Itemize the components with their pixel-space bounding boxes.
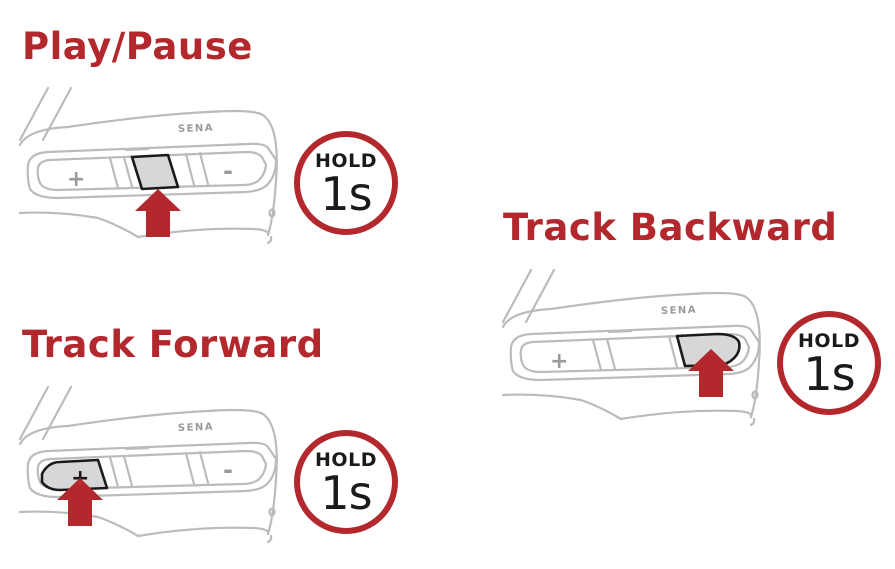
device-port [268,507,276,517]
track-forward-hold-badge: HOLD 1s [294,430,398,534]
device-detail [266,235,273,245]
mount-line [41,385,73,441]
play-pause-device: SENA + - [18,85,288,245]
press-arrow-icon [688,349,734,397]
device-body [18,109,278,237]
device-bottom-edge [501,393,623,421]
plus-button-label: + [550,349,568,374]
track-forward-hold-duration: 1s [320,466,372,520]
headset-illustration: SENA + - [18,86,278,245]
control-ridge [122,454,134,488]
control-bar-inner [36,449,268,491]
device-bottom-edge [136,526,270,538]
device-body [18,408,278,536]
mount-line [501,268,533,324]
press-arrow-icon [135,189,181,237]
control-ridge [108,455,120,489]
highlighted-plus-button [40,458,109,492]
device-body [501,291,761,419]
brand-logo-text: SENA [178,422,215,434]
device-detail [749,417,756,427]
control-ridge [605,337,617,371]
press-arrow-icon [57,478,103,526]
device-detail [266,534,273,544]
control-ridge [184,451,196,486]
device-port [268,208,276,218]
device-bottom-edge [18,211,140,239]
headset-illustration: SENA+- [18,385,278,544]
track-backward-hold-duration: 1s [803,347,855,401]
minus-button-label: - [223,157,233,185]
track-backward-hold-badge: HOLD 1s [777,311,881,415]
mount-line [18,86,50,142]
track-forward-device: SENA+- [18,384,288,544]
play-pause-hold-badge: HOLD 1s [294,131,398,235]
device-outline [18,385,278,544]
headset-illustration: SENA+- [501,268,761,427]
device-bottom-edge [18,510,140,538]
control-notch [607,329,633,334]
brand-logo-text: SENA [661,305,698,317]
track-backward-hold-label: HOLD [798,330,860,352]
track-forward-title: Track Forward [22,323,324,366]
play-pause-hold-label: HOLD [315,150,377,172]
plus-button-label: + [67,167,85,192]
control-ridge [108,156,120,190]
mount-line [524,268,556,324]
mount-line [18,385,50,441]
control-ridge [184,152,196,187]
control-ridge [591,338,603,372]
control-notch [124,147,150,152]
control-ridge [122,155,134,189]
track-backward-device: SENA+- [501,267,771,427]
play-pause-hold-duration: 1s [320,167,372,221]
brand-logo-text: SENA [178,123,215,135]
highlighted-center-button [130,153,180,191]
device-port [751,390,759,400]
control-ridge [667,334,679,369]
control-ridge [198,450,210,485]
track-forward-hold-label: HOLD [315,449,377,471]
mount-line [41,86,73,142]
control-notch [124,446,150,451]
minus-button-label: - [223,456,233,484]
device-bottom-edge [619,409,753,421]
device-outline [501,268,761,427]
track-backward-title: Track Backward [503,206,838,249]
control-bar-inner [519,332,751,374]
control-ridge [198,151,210,186]
play-pause-title: Play/Pause [22,25,253,68]
